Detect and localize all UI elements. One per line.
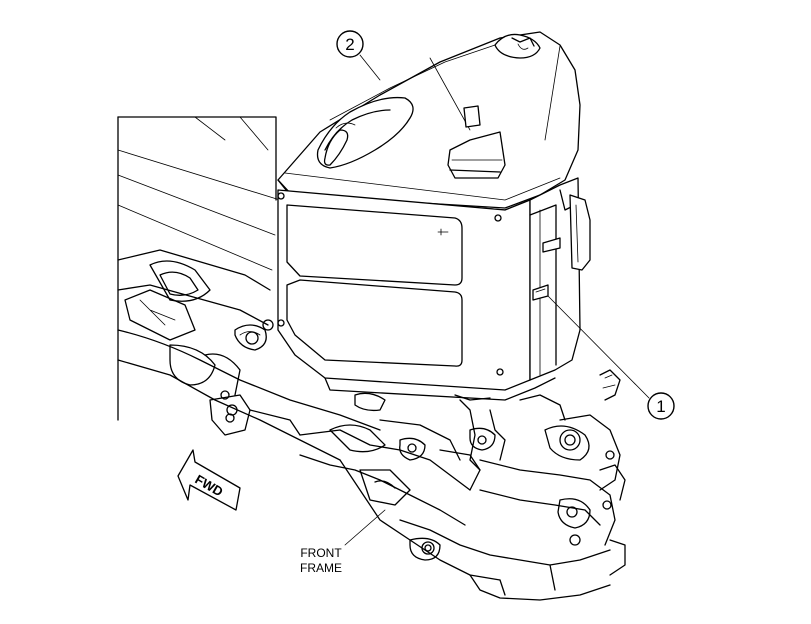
- front-frame: [117, 116, 626, 601]
- front-frame-label-line2: FRAME: [300, 561, 342, 575]
- front-frame-label: FRONT FRAME: [300, 546, 342, 575]
- front-frame-label-line1: FRONT: [300, 546, 342, 560]
- callout-1-number: 1: [656, 397, 665, 416]
- callout-2-number: 2: [345, 35, 354, 54]
- callout-2: 2: [336, 30, 381, 81]
- callout-1: 1: [547, 295, 675, 420]
- module-housing: [277, 31, 591, 401]
- forward-direction-arrow: FWD: [177, 449, 241, 511]
